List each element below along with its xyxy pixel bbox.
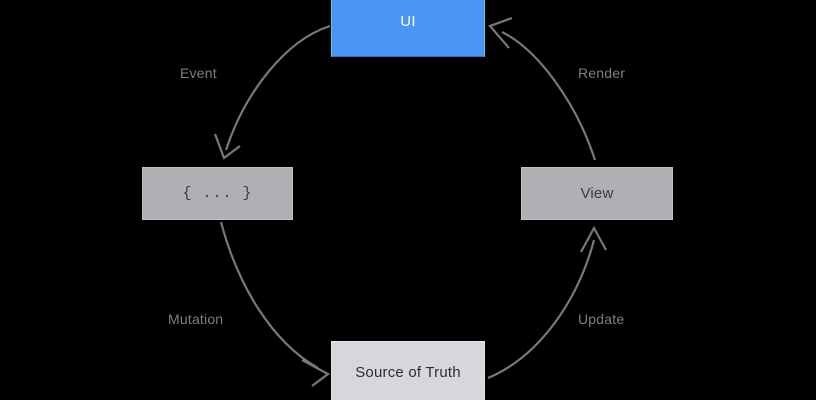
node-view[interactable]: View (521, 167, 673, 220)
edge-arrow-event (213, 24, 331, 160)
edge-path-render (501, 31, 597, 161)
edge-arrow-mutation (219, 221, 331, 387)
edge-arrow-update (487, 225, 607, 380)
edge-label-render: Render (578, 65, 626, 81)
node-ui-label: UI (400, 13, 416, 30)
edge-path-event (224, 24, 331, 151)
arrowhead-event (213, 133, 241, 160)
arrowhead-render (488, 16, 513, 49)
node-ui[interactable]: UI (331, 0, 485, 57)
edge-arrow-render (488, 16, 597, 161)
edge-path-mutation (219, 221, 319, 369)
node-state[interactable]: { ... } (142, 167, 293, 220)
edge-label-mutation: Mutation (168, 311, 224, 327)
node-state-label: { ... } (182, 185, 253, 202)
node-source-of-truth[interactable]: Source of Truth (331, 341, 485, 400)
node-view-label: View (580, 185, 614, 202)
edge-path-update (487, 239, 596, 380)
arrowhead-update (580, 225, 607, 253)
node-source-of-truth-label: Source of Truth (355, 364, 461, 381)
edge-label-event: Event (180, 65, 217, 81)
edge-label-update: Update (578, 311, 625, 327)
arrowhead-mutation (301, 359, 331, 387)
